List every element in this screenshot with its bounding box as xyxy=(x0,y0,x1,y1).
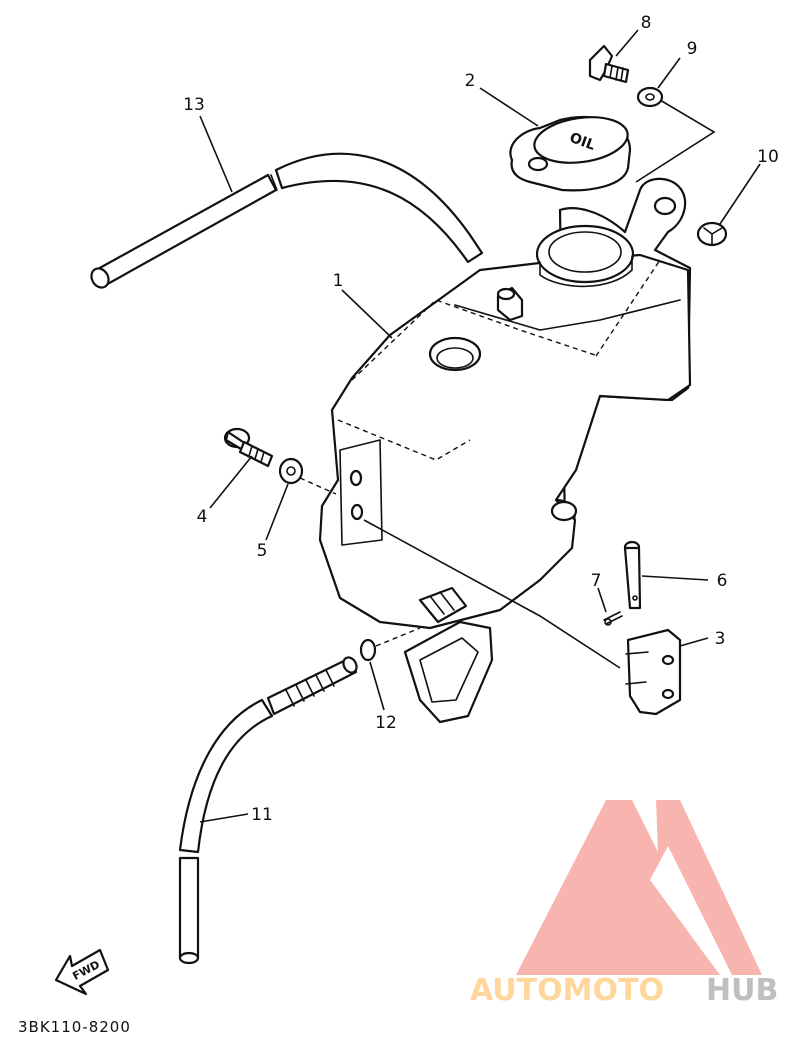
watermark-triangle-outer xyxy=(516,800,762,975)
leader-11 xyxy=(199,813,249,823)
washer-part-9 xyxy=(636,86,664,108)
callout-2: 2 xyxy=(465,71,476,91)
leader-3 xyxy=(679,637,709,647)
callout-8: 8 xyxy=(641,13,652,33)
grommet-part-10 xyxy=(696,221,728,247)
feed-hose-part-11 xyxy=(178,656,358,965)
callout-1: 1 xyxy=(333,271,344,291)
leader-13 xyxy=(199,115,233,193)
assembly-line-3 xyxy=(363,519,621,669)
forward-arrow-icon: FWD xyxy=(54,948,110,996)
leader-5 xyxy=(265,483,289,541)
leader-12 xyxy=(369,661,385,711)
watermark-brand-part1: AUTOMOTO xyxy=(470,973,664,1008)
watermark-logo: AUTOMOTO HUB xyxy=(470,800,778,1008)
callout-12: 12 xyxy=(375,713,397,733)
callout-6: 6 xyxy=(717,571,728,591)
bracket-part-3 xyxy=(625,628,682,716)
catalog-code: 3BK110-8200 xyxy=(18,1018,131,1036)
washer-part-5 xyxy=(278,457,304,485)
o-ring-part-12 xyxy=(359,638,377,662)
oil-tank-part-1 xyxy=(318,177,692,724)
oil-cap-part-2: OIL xyxy=(509,115,632,192)
assembly-line-5 xyxy=(299,477,337,495)
leader-4 xyxy=(209,455,253,509)
callout-4: 4 xyxy=(197,507,208,527)
callout-5: 5 xyxy=(257,541,268,561)
breather-hose-part-13 xyxy=(90,152,484,289)
assembly-line-9 xyxy=(635,99,716,183)
callout-3: 3 xyxy=(715,629,726,649)
leader-8 xyxy=(615,29,639,57)
watermark-brand-part2: HUB xyxy=(706,973,778,1008)
clip-part-7 xyxy=(603,611,623,626)
callout-7: 7 xyxy=(591,571,602,591)
bolt-part-8 xyxy=(588,44,630,84)
leader-2 xyxy=(479,87,539,127)
callout-11: 11 xyxy=(251,805,273,825)
leader-1 xyxy=(341,289,393,339)
callout-13: 13 xyxy=(183,95,205,115)
leader-10 xyxy=(719,163,761,225)
bolt-part-4 xyxy=(223,427,274,468)
assembly-line-12 xyxy=(375,627,421,647)
watermark-triangle-inner xyxy=(550,840,694,975)
leader-9 xyxy=(657,57,681,89)
pin-part-6 xyxy=(623,540,642,610)
callout-9: 9 xyxy=(687,39,698,59)
leader-7 xyxy=(597,587,607,613)
callout-10: 10 xyxy=(757,147,779,167)
leader-6 xyxy=(641,575,709,581)
